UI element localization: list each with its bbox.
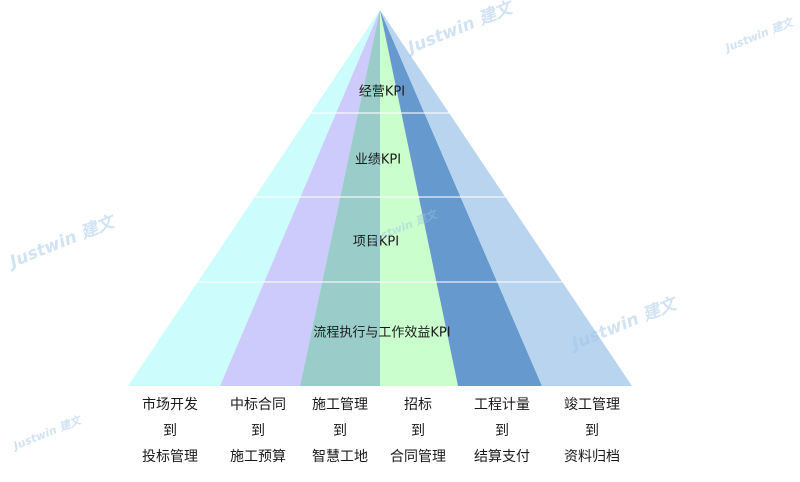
segment-label-line: 市场开发	[142, 397, 198, 413]
pyramid-segment	[128, 10, 380, 386]
segment-label-line: 到	[495, 423, 509, 439]
segment-label-construction: 施工管理 到 智慧工地	[290, 392, 390, 470]
segment-label-market: 市场开发 到 投标管理	[120, 392, 220, 470]
segment-label-contract: 中标合同 到 施工预算	[208, 392, 308, 470]
segment-label-line: 投标管理	[142, 449, 198, 465]
pyramid-segment	[380, 10, 632, 386]
segment-label-line: 到	[163, 423, 177, 439]
segment-label-line: 到	[251, 423, 265, 439]
pyramid-segment	[300, 10, 380, 386]
segment-label-bidding: 招标 到 合同管理	[368, 392, 468, 470]
level-label-performance: 业绩KPI	[354, 152, 402, 168]
segment-label-line: 智慧工地	[312, 449, 368, 465]
segment-label-line: 施工管理	[312, 397, 368, 413]
segment-label-line: 结算支付	[474, 449, 530, 465]
segment-label-line: 到	[411, 423, 425, 439]
pyramid-segment	[220, 10, 380, 386]
segment-label-line: 到	[333, 423, 347, 439]
segment-label-line: 资料归档	[564, 449, 620, 465]
segment-label-line: 合同管理	[390, 449, 446, 465]
level-label-project: 项目KPI	[352, 234, 400, 250]
level-label-business: 经营KPI	[358, 84, 406, 100]
segment-label-line: 竣工管理	[564, 397, 620, 413]
segment-label-measurement: 工程计量 到 结算支付	[452, 392, 552, 470]
segment-label-completion: 竣工管理 到 资料归档	[542, 392, 642, 470]
segment-label-line: 到	[585, 423, 599, 439]
segment-label-line: 工程计量	[474, 397, 530, 413]
segment-label-line: 中标合同	[230, 397, 286, 413]
segment-label-line: 招标	[404, 397, 432, 413]
segment-label-line: 施工预算	[230, 449, 286, 465]
level-label-process: 流程执行与工作效益KPI	[313, 325, 451, 341]
